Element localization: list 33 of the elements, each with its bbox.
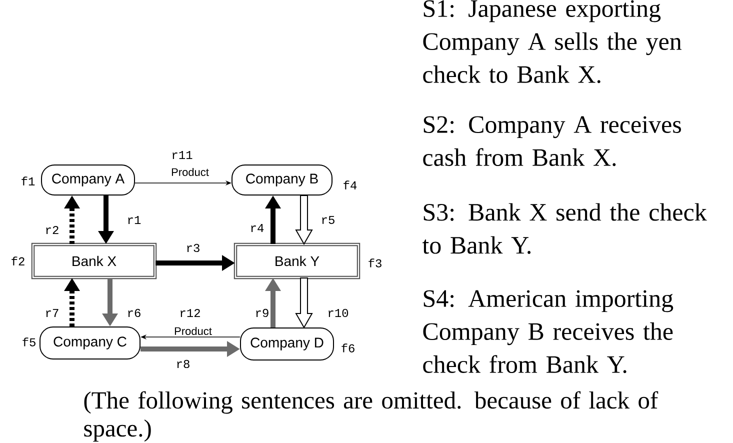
edge-label: r5 bbox=[322, 216, 334, 224]
step-text: S1: Japanese exporting Company A sells the yen check to Bank X. bbox=[423, 0, 682, 84]
rounded-box: Company D bbox=[240, 328, 334, 360]
node-label: f1 bbox=[22, 176, 35, 186]
edge-label: r8 bbox=[177, 360, 190, 368]
edge-label: r11 bbox=[172, 151, 192, 159]
product-label: Product bbox=[170, 167, 210, 177]
edge-label: r7 bbox=[46, 309, 58, 317]
rounded-box: Company A bbox=[41, 164, 135, 196]
edge-label: r10 bbox=[328, 308, 348, 318]
edge-label: r4 bbox=[251, 224, 264, 232]
hollow-arrow bbox=[295, 195, 313, 245]
edge-label: r3 bbox=[187, 244, 200, 252]
edge-label: r1 bbox=[128, 216, 141, 224]
product-label: Product bbox=[174, 326, 212, 336]
rounded-box: Company C bbox=[40, 326, 140, 360]
step-text: S4: American importing Company B receives the check from Bank Y. bbox=[423, 290, 674, 374]
double-bordered-box: Bank X bbox=[31, 242, 157, 280]
node-label: f4 bbox=[344, 180, 357, 190]
step-text: S2: Company A receives cash from Bank X. bbox=[423, 116, 681, 166]
hollow-arrow bbox=[295, 278, 313, 328]
node-label: f5 bbox=[22, 338, 36, 346]
note-text: (The following sentences are omitted. because of lack of space.) bbox=[84, 391, 658, 442]
node-label: f2 bbox=[12, 256, 24, 266]
rounded-box: Company B bbox=[232, 164, 332, 196]
step-text: S3: Bank X send the check to Bank Y. bbox=[422, 203, 707, 254]
double-bordered-box: Bank Y bbox=[234, 242, 360, 280]
node-label: f6 bbox=[342, 344, 354, 352]
edge-label: r2 bbox=[46, 226, 58, 234]
edge-label: r9 bbox=[256, 308, 268, 318]
node-label: f3 bbox=[368, 258, 382, 268]
edge-label: r12 bbox=[180, 308, 200, 317]
edge-label: r6 bbox=[128, 308, 140, 318]
